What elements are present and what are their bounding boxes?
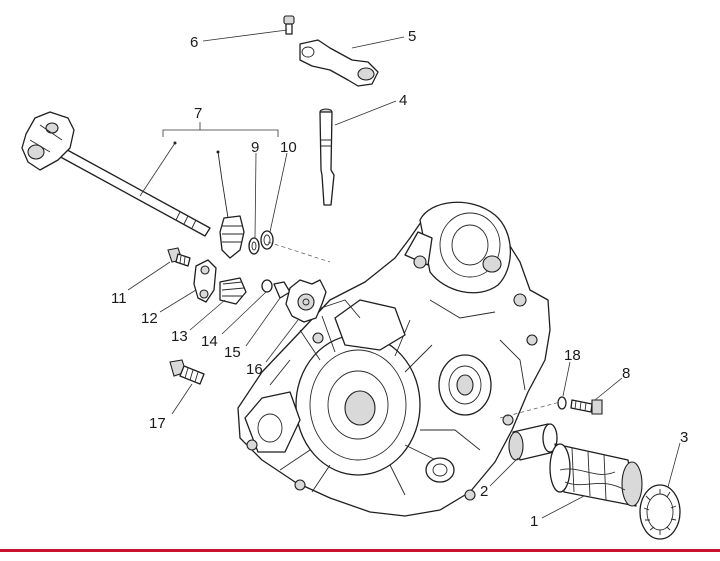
part-8-bolt — [570, 399, 603, 415]
callout-12: 12 — [141, 310, 158, 327]
callout-11: 11 — [111, 290, 127, 307]
callout-15: 15 — [224, 344, 241, 361]
callout-14: 14 — [201, 333, 218, 350]
part-4-pin — [319, 108, 335, 206]
part-16-star-wheel — [285, 279, 327, 323]
callout-8: 8 — [622, 365, 630, 382]
part-7-shift-shaft — [21, 111, 245, 259]
callout-10: 10 — [280, 139, 297, 156]
callout-4: 4 — [399, 92, 407, 109]
callout-labels: 6 5 4 7 9 10 11 12 13 14 15 16 17 18 8 3… — [111, 28, 688, 530]
callout-17: 17 — [149, 415, 166, 432]
part-10-clip — [260, 230, 274, 250]
callout-16: 16 — [246, 361, 263, 378]
part-1-shift-drum — [549, 443, 643, 507]
part-17-stud — [169, 359, 205, 385]
leader-lines — [127, 29, 681, 519]
part-2-bushing — [508, 423, 558, 461]
part-18-washer — [557, 396, 567, 410]
part-14-pin — [261, 279, 273, 293]
callout-7: 7 — [194, 105, 202, 122]
callout-6: 6 — [190, 34, 198, 51]
callout-9: 9 — [251, 139, 259, 156]
callout-13: 13 — [171, 328, 188, 345]
part-5-lever — [299, 39, 379, 87]
part-12-plate — [193, 259, 217, 303]
callout-1: 1 — [530, 513, 538, 530]
part-9-washer — [248, 237, 260, 255]
callout-18: 18 — [564, 347, 581, 364]
callout-2: 2 — [480, 483, 488, 500]
part-11-bolt — [167, 247, 191, 267]
footer-accent-bar — [0, 549, 720, 552]
callout-3: 3 — [680, 429, 688, 446]
part-13-spring — [219, 277, 247, 305]
part-3-bearing — [639, 484, 681, 540]
crankcase-drawing — [237, 201, 551, 517]
callout-5: 5 — [408, 28, 416, 45]
part-6-screw — [283, 15, 295, 35]
